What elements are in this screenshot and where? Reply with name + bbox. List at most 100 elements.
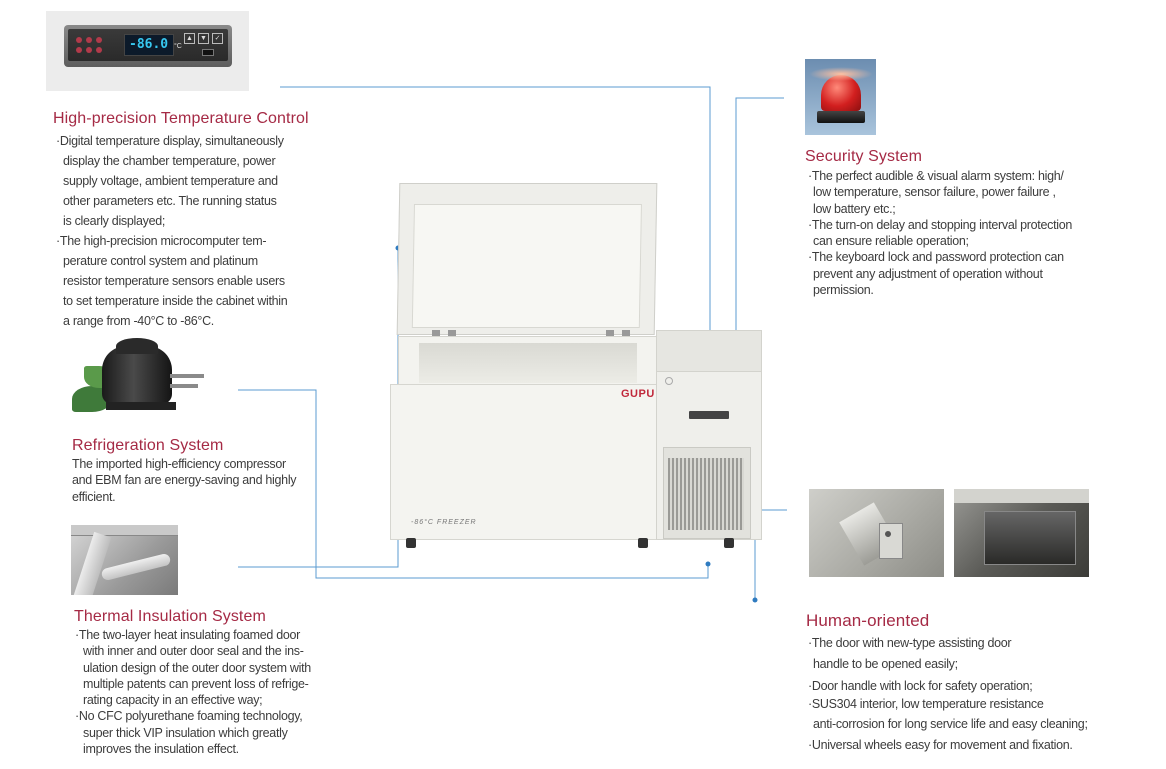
alarm-dome [821,75,861,111]
body-line: is clearly displayed; [63,214,166,228]
callout-line-compressor [238,389,709,579]
body-line: ·The two-layer heat insulating foamed do… [75,628,301,642]
section-title-refrigeration: Refrigeration System [72,437,224,454]
freezer-opening [398,336,658,388]
body-line: supply voltage, ambient temperature and [63,174,278,188]
alarm-glow [809,67,873,81]
panel-unit: °C [174,43,182,50]
control-panel-image: -86.0 °C ▲ ▼ ✓ [46,11,249,91]
body-line: and EBM fan are energy-saving and highly [72,473,297,488]
compressor-image [70,338,210,416]
panel-buttons [76,35,116,55]
section-title-temperature: High-precision Temperature Control [53,110,309,127]
section-title-security: Security System [805,148,923,165]
interior-well [984,511,1076,565]
interior-rim [954,489,1089,503]
body-line: low temperature, sensor failure, power f… [813,185,1056,200]
up-arrow-icon: ▲ [184,33,195,44]
callout-dot [752,597,758,603]
section-body-temperature: ·Digital temperature display, simultaneo… [56,131,356,331]
hinge-plate [879,523,903,559]
body-line: display the chamber temperature, power [63,154,276,168]
freezer-cavity [419,343,637,383]
section-body-insulation: ·The two-layer heat insulating foamed do… [75,627,345,757]
body-line: with inner and outer door seal and the i… [83,644,304,659]
body-line: resistor temperature sensors enable user… [63,274,285,288]
body-line: a range from -40°C to -86°C. [63,314,214,328]
freezer-vent-panel [663,447,751,539]
body-line: other parameters etc. The running status [63,194,277,208]
body-line: multiple patents can prevent loss of ref… [83,676,309,691]
compressor-body [102,346,172,404]
body-line: rating capacity in an effective way; [83,693,263,708]
body-line: ·The keyboard lock and password protecti… [808,250,1064,265]
body-line: ·Door handle with lock for safety operat… [808,679,1033,694]
hinge [622,330,630,336]
usb-port-icon [202,49,214,56]
interior-closeup-image [954,489,1089,577]
body-line: The imported high-efficiency compressor [72,457,286,471]
panel-button [96,47,102,53]
body-line: super thick VIP insulation which greatly [83,725,288,740]
panel-face: -86.0 °C ▲ ▼ ✓ [68,29,228,61]
hinge [606,330,614,336]
compressor-base [106,402,176,410]
freezer-lid-inner [411,204,642,328]
power-indicator-icon [665,377,673,385]
body-line: low battery etc.; [813,201,896,216]
body-line: ·The door with new-type assisting door [808,636,1012,650]
callout-line-control-panel [280,86,711,408]
body-line: permission. [813,283,874,298]
freezer-vent-grille [668,458,744,530]
hinge-closeup-image [809,489,944,577]
freezer-model-label: -86°C FREEZER [411,519,477,526]
panel-button [86,47,92,53]
freezer-tower-top [657,331,761,372]
panel-button [96,37,102,43]
door-gasket [100,552,172,582]
wheel [638,538,648,548]
compressor-pipe [170,384,198,388]
section-body-refrigeration: The imported high-efficiency compressor … [72,456,332,505]
panel-body: -86.0 °C ▲ ▼ ✓ [64,25,232,67]
body-line: can ensure reliable operation; [813,234,969,249]
body-line: efficient. [72,489,116,504]
alarm-base [817,111,865,123]
door-gasket [72,531,112,595]
panel-button [76,37,82,43]
body-line: ·Universal wheels easy for movement and … [808,737,1073,752]
section-body-security: ·The perfect audible & visual alarm syst… [808,168,1128,298]
body-line: perature control system and platinum [63,254,258,268]
freezer-control-tower [656,330,762,540]
body-line: ·No CFC polyurethane foaming technology, [75,709,303,724]
door-frame [71,525,178,536]
panel-button [76,47,82,53]
hinge-bolt [885,531,891,537]
callout-line-alarm [735,97,784,415]
body-line: to set temperature inside the cabinet wi… [63,294,288,308]
freezer-illustration: -86°C FREEZER GUPU [388,180,768,552]
body-line: ·The turn-on delay and stopping interval… [808,217,1073,232]
door-seal-image [71,525,178,595]
body-line: ·Digital temperature display, simultaneo… [56,134,284,148]
hinge [432,330,440,336]
callout-dot [705,561,711,567]
wheel [406,538,416,548]
hinge [448,330,456,336]
check-icon: ✓ [212,33,223,44]
body-line: improves the insulation effect. [83,742,239,757]
section-title-insulation: Thermal Insulation System [74,608,266,625]
panel-button [86,37,92,43]
panel-reading: -86.0 [129,37,169,52]
body-line: anti-corrosion for long service life and… [813,717,1088,732]
freezer-control-panel [689,411,729,419]
section-body-human: ·The door with new-type assisting door h… [808,633,1148,756]
body-line: ·SUS304 interior, low temperature resist… [808,696,1044,711]
compressor-dome [116,338,158,354]
wheel [724,538,734,548]
panel-lcd: -86.0 [124,34,174,56]
body-line: ulation design of the outer door system … [83,660,311,675]
section-title-human: Human-oriented [806,611,930,630]
body-line: prevent any adjustment of operation with… [813,266,1043,281]
alarm-light-image [805,59,876,135]
